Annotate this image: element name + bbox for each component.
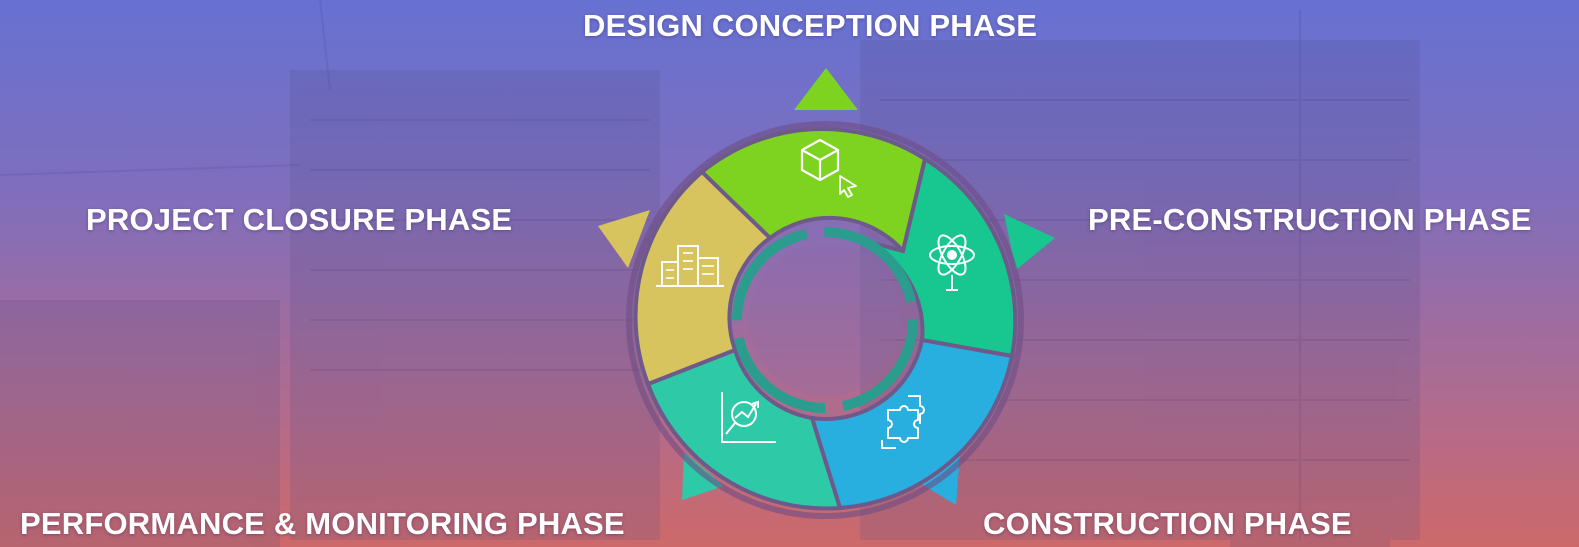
pre-construction-phase-label: PRE-CONSTRUCTION PHASE (1088, 202, 1532, 237)
project-closure-phase-label: PROJECT CLOSURE PHASE (86, 202, 513, 237)
closure-pointer (598, 210, 650, 268)
chart-magnifier-icon (721, 392, 776, 443)
buildings-icon (656, 245, 724, 287)
atom-bulb-icon (929, 234, 975, 291)
construction-phase-label: CONSTRUCTION PHASE (983, 506, 1352, 541)
puzzle-icon (881, 395, 925, 449)
cube-cursor-icon (800, 138, 857, 198)
inner-ring (732, 227, 918, 413)
performance-monitoring-phase-label: PERFORMANCE & MONITORING PHASE (20, 506, 625, 541)
inner-hub (749, 244, 901, 396)
wheel-outline (626, 121, 1024, 519)
design-pointer (794, 68, 858, 110)
segment-project-closure (633, 169, 774, 387)
pre-construction-pointer (1004, 214, 1055, 270)
segment-performance (645, 347, 843, 511)
design-conception-phase-label: DESIGN CONCEPTION PHASE (583, 8, 1038, 43)
